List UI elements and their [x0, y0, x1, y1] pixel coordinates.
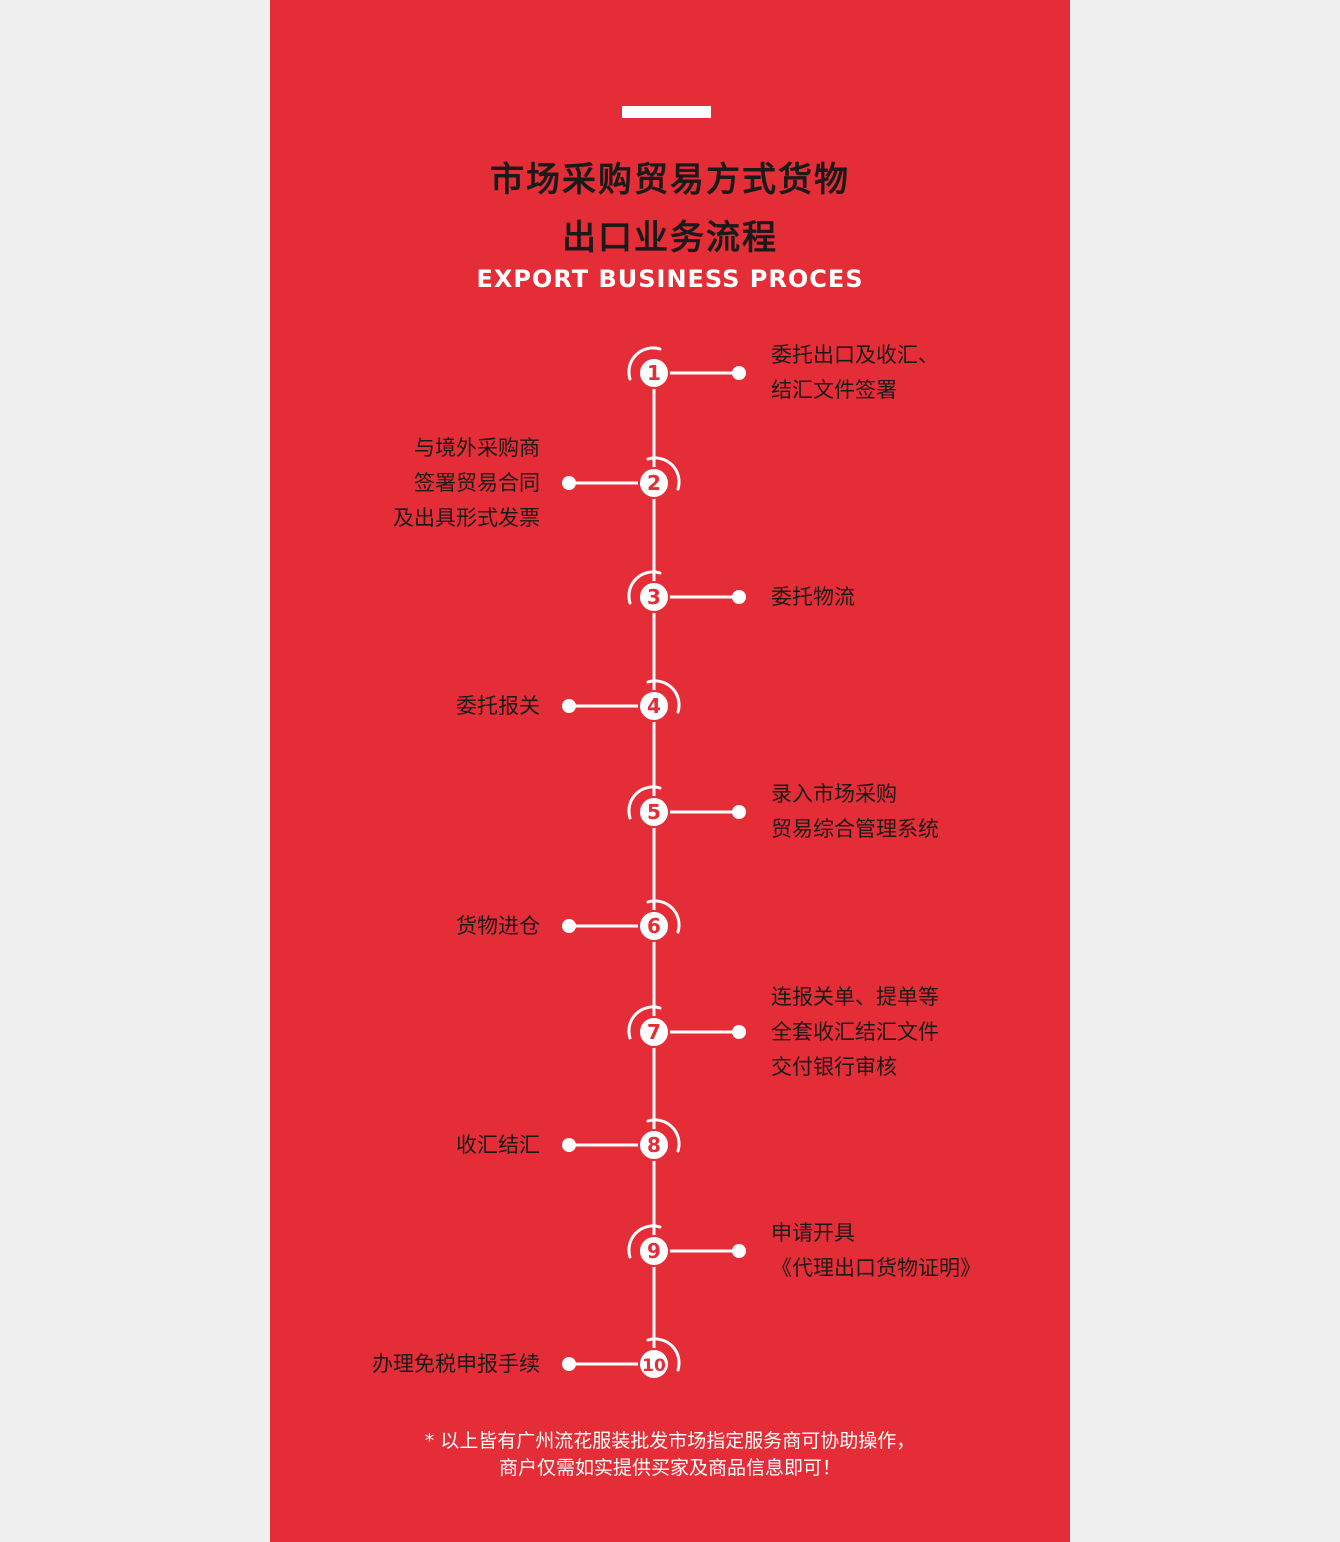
step-number-circle: [638, 1235, 670, 1267]
step-arc: [646, 679, 681, 714]
step-10-node: 10: [562, 1337, 681, 1380]
step-number: 2: [647, 471, 661, 495]
step-arc: [627, 346, 662, 381]
step-4-node: 4: [562, 679, 681, 722]
step-1-node: 1: [627, 346, 746, 389]
step-number-circle: [638, 467, 670, 499]
step-2-node: 2: [562, 456, 681, 499]
step-text-line: 办理免税申报手续: [372, 1351, 540, 1376]
step-number-circle: [638, 1348, 670, 1380]
step-text-line: 及出具形式发票: [393, 505, 540, 530]
step-1-text: 委托出口及收汇、结汇文件签署: [771, 338, 939, 408]
step-text-line: 签署贸易合同: [414, 470, 540, 495]
footnote-line-1: * 以上皆有广州流花服装批发市场指定服务商可协助操作，: [424, 1430, 916, 1452]
step-number-circle: [638, 910, 670, 942]
step-number-circle: [638, 357, 670, 389]
step-dot: [562, 919, 576, 933]
step-3-text: 委托物流: [771, 580, 855, 615]
step-text-line: 《代理出口货物证明》: [771, 1256, 981, 1280]
step-arc: [646, 1337, 681, 1372]
step-text-line: 收汇结汇: [456, 1132, 540, 1157]
footnote-line-2: 商户仅需如实提供买家及商品信息即可！: [498, 1457, 841, 1479]
step-text-line: 委托出口及收汇、: [771, 343, 939, 367]
step-10-text: 办理免税申报手续: [372, 1347, 540, 1382]
step-arc: [646, 899, 681, 934]
step-arc: [627, 1005, 662, 1040]
step-2-text: 与境外采购商签署贸易合同及出具形式发票: [393, 431, 540, 536]
step-9-node: 9: [627, 1224, 746, 1267]
step-text-line: 申请开具: [771, 1221, 855, 1245]
step-arc: [627, 785, 662, 820]
step-number: 5: [647, 800, 661, 824]
page-subtitle: EXPORT BUSINESS PROCES: [476, 265, 864, 293]
step-8-text: 收汇结汇: [456, 1128, 540, 1163]
footnote: * 以上皆有广州流花服装批发市场指定服务商可协助操作， 商户仅需如实提供买家及商…: [270, 1428, 1070, 1482]
step-4-text: 委托报关: [456, 689, 540, 724]
step-arc: [627, 1224, 662, 1259]
step-text-line: 录入市场采购: [771, 782, 897, 806]
step-dot: [732, 590, 746, 604]
step-dot: [562, 476, 576, 490]
step-dot: [732, 366, 746, 380]
step-number: 4: [647, 694, 661, 718]
step-number-circle: [638, 690, 670, 722]
step-6-node: 6: [562, 899, 681, 942]
step-dot: [732, 805, 746, 819]
step-number: 3: [647, 585, 661, 609]
process-panel: 市场采购贸易方式货物 出口业务流程 EXPORT BUSINESS PROCES…: [270, 0, 1070, 1542]
step-text-line: 与境外采购商: [414, 435, 540, 460]
step-dot: [562, 699, 576, 713]
step-5-text: 录入市场采购贸易综合管理系统: [771, 777, 939, 847]
step-number: 9: [647, 1239, 661, 1263]
step-number: 10: [642, 1356, 666, 1376]
step-number-circle: [638, 1129, 670, 1161]
step-dot: [562, 1138, 576, 1152]
process-timeline: 1 2 3 4 5 6 7 8 9 10: [562, 346, 746, 1380]
step-text-line: 连报关单、提单等: [771, 984, 939, 1009]
step-arc: [646, 456, 681, 491]
step-number-circle: [638, 1016, 670, 1048]
step-arc: [627, 570, 662, 605]
step-number: 8: [647, 1133, 661, 1157]
step-6-text: 货物进仓: [456, 909, 540, 944]
page-title-line-1: 市场采购贸易方式货物: [490, 160, 850, 200]
step-7-text: 连报关单、提单等全套收汇结汇文件交付银行审核: [771, 980, 939, 1085]
step-8-node: 8: [562, 1118, 681, 1161]
step-5-node: 5: [627, 785, 746, 828]
step-text-line: 货物进仓: [456, 913, 540, 938]
step-number: 1: [647, 361, 661, 385]
step-9-text: 申请开具《代理出口货物证明》: [771, 1216, 981, 1286]
step-arc: [646, 1118, 681, 1153]
step-number-circle: [638, 581, 670, 613]
step-number: 6: [647, 914, 661, 938]
step-text-line: 全套收汇结汇文件: [771, 1019, 939, 1044]
step-text-line: 贸易综合管理系统: [771, 817, 939, 841]
decorative-top-bar: [622, 106, 711, 118]
step-text-line: 交付银行审核: [771, 1054, 897, 1079]
page-title-line-2: 出口业务流程: [562, 218, 778, 258]
step-dot: [562, 1357, 576, 1371]
step-dot: [732, 1025, 746, 1039]
step-number: 7: [647, 1020, 661, 1044]
step-text-line: 委托物流: [771, 584, 855, 609]
step-text-line: 委托报关: [456, 693, 540, 718]
step-dot: [732, 1244, 746, 1258]
step-number-circle: [638, 796, 670, 828]
step-7-node: 7: [627, 1005, 746, 1048]
step-3-node: 3: [627, 570, 746, 613]
step-text-line: 结汇文件签署: [771, 378, 897, 402]
